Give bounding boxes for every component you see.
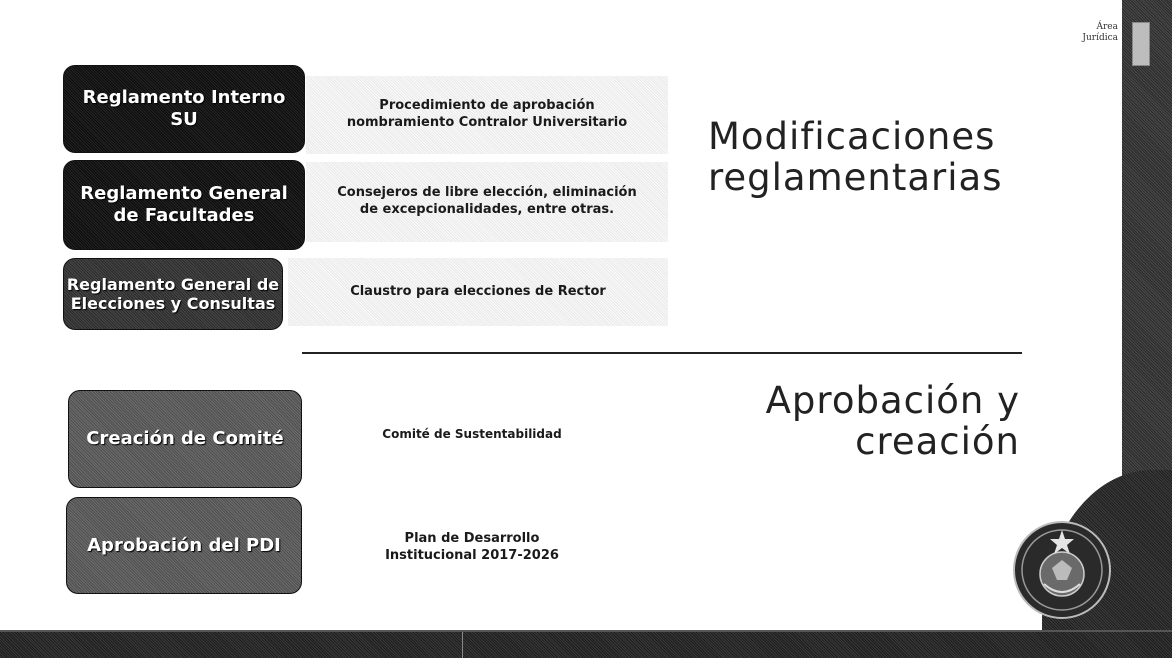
creacion-comite-box: Creación de Comité: [68, 390, 302, 488]
reglamento-facultades-box: Reglamento General de Facultades: [63, 160, 305, 250]
heading-line2: creación: [855, 420, 1020, 464]
area-label-line2: Jurídica: [1082, 33, 1118, 43]
section-2-heading: Aprobación y creación: [766, 380, 1020, 463]
bottom-band: [0, 630, 1172, 658]
aprobacion-pdi-desc: Plan de Desarrollo Institucional 2017-20…: [302, 505, 642, 591]
box-label-line1: Aprobación del PDI: [87, 534, 281, 556]
reglamento-interno-desc: Procedimiento de aprobación nombramiento…: [306, 76, 668, 154]
desc-line1: Procedimiento de aprobación: [379, 98, 595, 114]
desc-line2: de excepcionalidades, entre otras.: [359, 202, 615, 217]
creacion-comite-desc: Comité de Sustentabilidad: [302, 400, 642, 470]
desc-line1: Consejeros de libre elección, eliminació…: [337, 185, 637, 201]
box-label-line1: Reglamento General de: [66, 274, 280, 294]
reglamento-elecciones-box: Reglamento General de Elecciones y Consu…: [63, 258, 283, 330]
section-divider: [302, 352, 1022, 354]
box-label-line2: SU: [170, 109, 198, 130]
institution-seal-icon: [1013, 521, 1111, 619]
desc-line1: Plan de Desarrollo: [404, 531, 540, 547]
area-label: Área Jurídica: [1082, 22, 1118, 44]
desc-line1: Claustro para elecciones de Rector: [350, 283, 606, 299]
box-label-line1: Reglamento General: [80, 183, 288, 205]
scroll-grip[interactable]: [1132, 22, 1150, 66]
reglamento-facultades-desc: Consejeros de libre elección, eliminació…: [306, 162, 668, 242]
desc-line2: nombramiento Contralor Universitario: [346, 115, 628, 130]
heading-line2: reglamentarias: [708, 156, 1003, 200]
bottom-band-separator: [462, 632, 463, 658]
box-label-line2: de Facultades: [113, 205, 255, 226]
area-label-line1: Área: [1096, 22, 1119, 32]
box-label-line2: Elecciones y Consultas: [70, 294, 276, 313]
desc-line1: Comité de Sustentabilidad: [382, 427, 562, 442]
aprobacion-pdi-box: Aprobación del PDI: [66, 497, 302, 594]
heading-line1: Modificaciones: [708, 115, 996, 158]
section-1-heading: Modificaciones reglamentarias: [708, 116, 1002, 199]
box-label-line1: Reglamento Interno: [82, 87, 286, 109]
desc-line2: Institucional 2017-2026: [385, 548, 559, 563]
heading-line1: Aprobación y: [765, 379, 1020, 422]
reglamento-interno-box: Reglamento Interno SU: [63, 65, 305, 153]
reglamento-elecciones-desc: Claustro para elecciones de Rector: [288, 258, 668, 326]
box-label-line1: Creación de Comité: [86, 428, 284, 450]
